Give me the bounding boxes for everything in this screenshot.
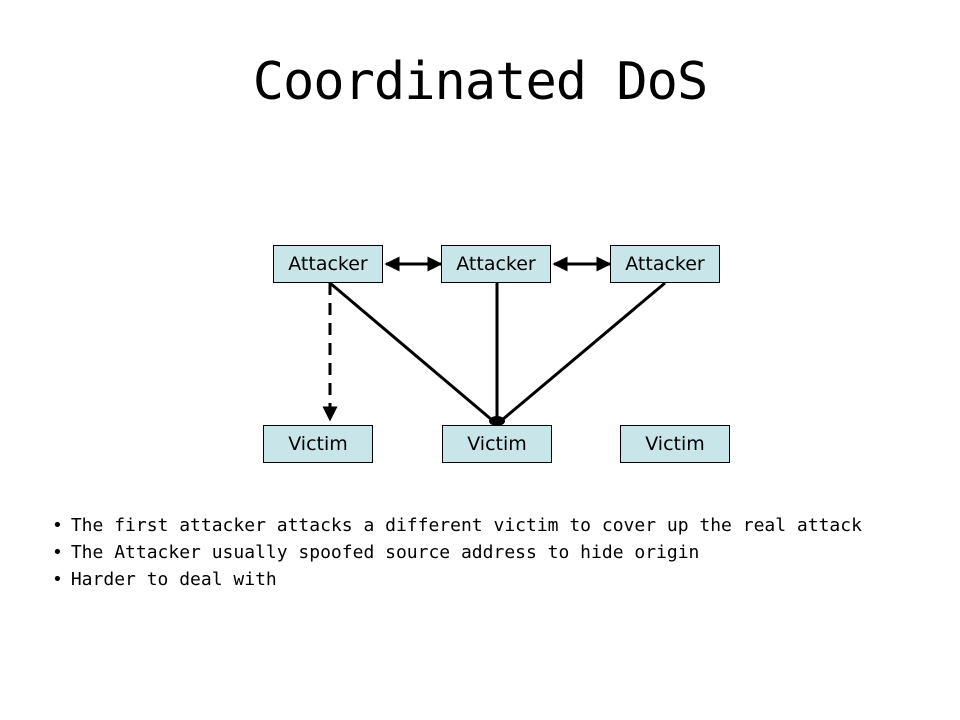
victim-node-2: Victim [442,425,552,463]
victim-node-1: Victim [263,425,373,463]
bullet-list: The first attacker attacks a different v… [52,512,862,593]
attacker-node-1: Attacker [273,245,383,283]
attack-edge-1 [329,281,493,422]
bullet-item: Harder to deal with [52,566,862,593]
attacker-node-2: Attacker [441,245,551,283]
slide-title: Coordinated DoS [252,52,709,112]
attack-edge-3 [501,281,666,422]
bullet-item: The Attacker usually spoofed source addr… [52,539,862,566]
victim-node-3: Victim [620,425,730,463]
convergence-point [489,416,505,426]
attacker-node-3: Attacker [610,245,720,283]
bullet-item: The first attacker attacks a different v… [52,512,862,539]
